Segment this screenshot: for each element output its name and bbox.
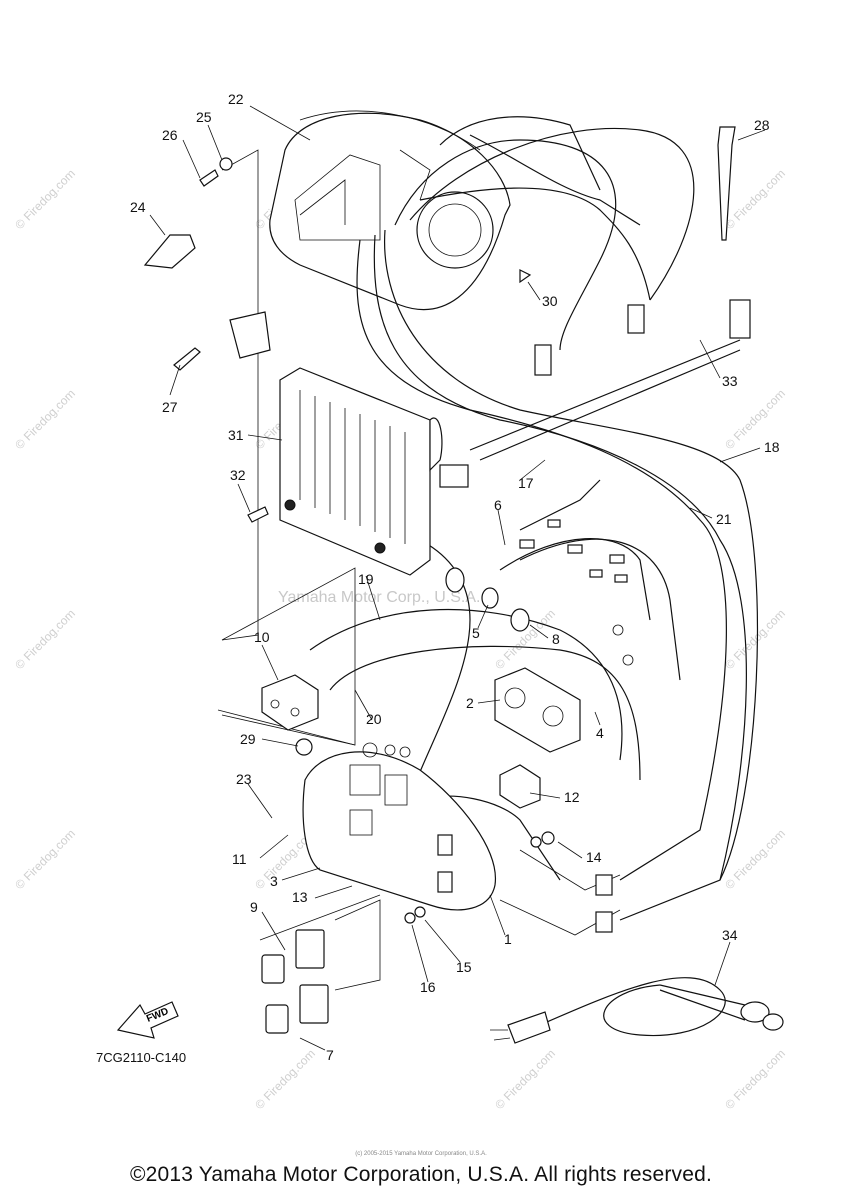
figure-code: 7CG2110-C140 (96, 1050, 187, 1065)
callout-31: 31 (228, 427, 244, 443)
power-cord (490, 977, 784, 1044)
center-watermark: Yamaha Motor Corp., U.S.A. (278, 589, 480, 606)
callout-5: 5 (472, 625, 480, 641)
watermark: © Firedog.com (12, 606, 78, 672)
rectifier-regulator (279, 367, 469, 576)
relay (261, 674, 319, 731)
callout-29: 29 (240, 731, 256, 747)
callout-27: 27 (162, 399, 178, 415)
watermark: © Firedog.com (722, 606, 788, 672)
watermark: © Firedog.com (12, 0, 78, 2)
watermark: © Firedog.com (722, 1046, 788, 1112)
callout-labels: 22 25 26 24 28 30 33 27 31 32 18 17 21 6… (130, 91, 780, 1063)
callout-13: 13 (292, 889, 308, 905)
callout-22: 22 (228, 91, 244, 107)
callout-30: 30 (542, 293, 558, 309)
watermark: © Firedog.com (722, 826, 788, 892)
watermark: © Firedog.com (252, 1046, 318, 1112)
watermark: © Firedog.com (12, 826, 78, 892)
watermark: © Firedog.com (12, 166, 78, 232)
outlet-receptacle (494, 667, 581, 753)
callout-10: 10 (254, 629, 270, 645)
callout-3: 3 (270, 873, 278, 889)
copyright-notice: ©2013 Yamaha Motor Corporation, U.S.A. A… (129, 1163, 713, 1186)
wire-harness (309, 116, 759, 921)
callout-21: 21 (716, 511, 732, 527)
callout-4: 4 (596, 725, 604, 741)
callout-23: 23 (236, 771, 252, 787)
watermark: © Firedog.com (12, 386, 78, 452)
callout-9: 9 (250, 899, 258, 915)
callout-7: 7 (326, 1047, 334, 1063)
callout-2: 2 (466, 695, 474, 711)
callout-32: 32 (230, 467, 246, 483)
fwd-arrow: FWD (116, 1001, 179, 1039)
callout-26: 26 (162, 127, 178, 143)
callout-20: 20 (366, 711, 382, 727)
callout-16: 16 (420, 979, 436, 995)
switches (261, 929, 329, 1034)
callout-15: 15 (456, 959, 472, 975)
watermark: © Firedog.com (492, 1046, 558, 1112)
callout-8: 8 (552, 631, 560, 647)
callout-19: 19 (358, 571, 374, 587)
watermark: © Firedog.com (722, 166, 788, 232)
callout-33: 33 (722, 373, 738, 389)
callout-17: 17 (518, 475, 534, 491)
callout-25: 25 (196, 109, 212, 125)
mounting-plate (302, 742, 496, 911)
callout-1: 1 (504, 931, 512, 947)
control-box-cover (269, 110, 511, 311)
tiny-notice: (c) 2005-2015 Yamaha Motor Corporation, … (355, 1151, 487, 1157)
callout-6: 6 (494, 497, 502, 513)
callout-28: 28 (754, 117, 770, 133)
callout-11: 11 (232, 851, 247, 867)
callout-14: 14 (586, 849, 602, 865)
callout-leaders (149, 105, 766, 1051)
callout-18: 18 (764, 439, 780, 455)
small-parts (143, 126, 751, 933)
callout-24: 24 (130, 199, 146, 215)
callout-34: 34 (722, 927, 738, 943)
callout-12: 12 (564, 789, 580, 805)
